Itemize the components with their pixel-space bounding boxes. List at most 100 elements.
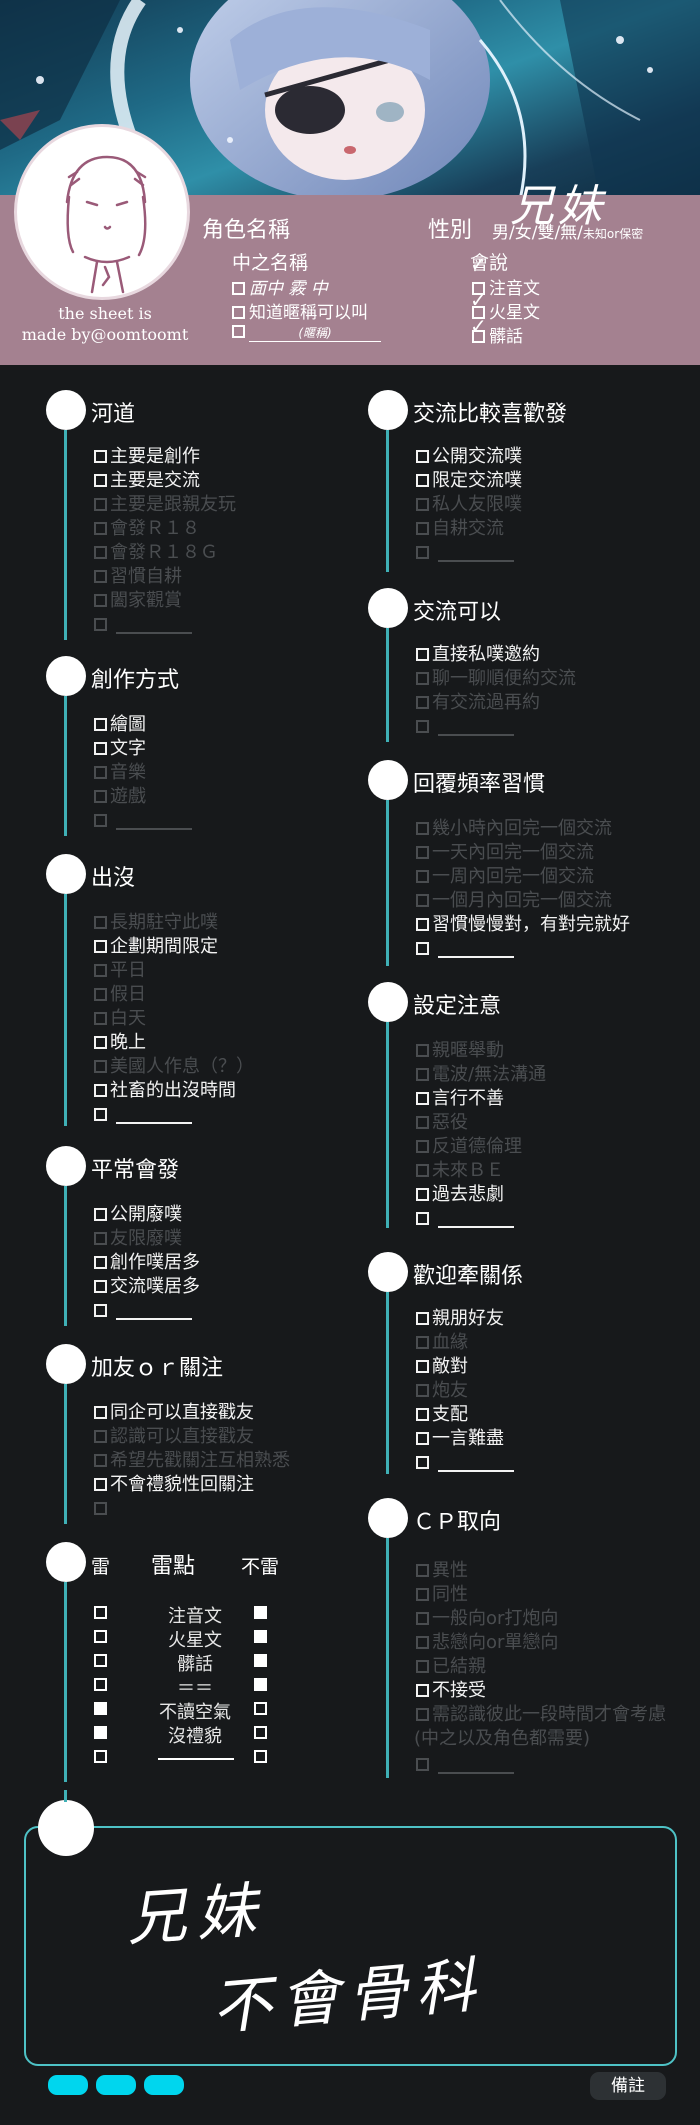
gender-options[interactable]: 男/女/雙/無/未知or保密: [492, 218, 643, 243]
not-mine-checkbox[interactable]: [254, 1702, 267, 1715]
checkbox[interactable]: [416, 1708, 429, 1721]
checkbox[interactable]: [94, 1084, 107, 1097]
not-mine-checkbox[interactable]: [254, 1630, 267, 1643]
option[interactable]: 平日: [94, 960, 146, 982]
mine-checkbox[interactable]: [94, 1654, 107, 1667]
blank-line[interactable]: [438, 1226, 514, 1228]
checkbox[interactable]: [416, 918, 429, 931]
option-blank[interactable]: [416, 716, 514, 738]
option[interactable]: 敵對: [416, 1356, 468, 1378]
checkbox[interactable]: [94, 522, 107, 535]
option[interactable]: 文字: [94, 738, 146, 760]
speak-option-1[interactable]: 注音文: [472, 274, 540, 299]
blank-line[interactable]: [116, 1122, 192, 1124]
checkbox[interactable]: [416, 1188, 429, 1201]
speak-option-2[interactable]: 火星文: [472, 298, 540, 323]
color-tab-1[interactable]: [48, 2075, 88, 2095]
checkbox[interactable]: [416, 1408, 429, 1421]
checkbox[interactable]: [94, 594, 107, 607]
checkbox[interactable]: [416, 474, 429, 487]
checkbox[interactable]: [416, 870, 429, 883]
checkbox[interactable]: [416, 1660, 429, 1673]
option[interactable]: 限定交流噗: [416, 470, 522, 492]
option[interactable]: 自耕交流: [416, 518, 504, 540]
option[interactable]: 交流噗居多: [94, 1276, 200, 1298]
notes-box[interactable]: 兄妹 不會骨科: [24, 1826, 677, 2066]
option[interactable]: 會發Ｒ１８: [94, 518, 200, 540]
blank-line[interactable]: [116, 828, 192, 830]
option[interactable]: 一天內回完一個交流: [416, 842, 594, 864]
checkbox[interactable]: [416, 498, 429, 511]
option-blank[interactable]: [416, 542, 514, 564]
checkbox[interactable]: [94, 498, 107, 511]
blank-line[interactable]: [116, 1318, 192, 1320]
speak-option-1-checkbox[interactable]: [472, 282, 485, 295]
checkbox[interactable]: [94, 766, 107, 779]
option[interactable]: 主要是交流: [94, 470, 200, 492]
option[interactable]: 企劃期間限定: [94, 936, 218, 958]
checkbox[interactable]: [94, 1256, 107, 1269]
checkbox[interactable]: [94, 1108, 107, 1121]
option[interactable]: 習慣慢慢對，有對完就好: [416, 914, 630, 936]
cn-option-2[interactable]: 知道暱稱可以叫: [232, 298, 368, 323]
checkbox[interactable]: [94, 1280, 107, 1293]
checkbox[interactable]: [416, 1336, 429, 1349]
option[interactable]: 未來ＢＥ: [416, 1160, 504, 1182]
mine-checkbox[interactable]: [94, 1630, 107, 1643]
option[interactable]: 不會禮貌性回關注: [94, 1474, 254, 1496]
option[interactable]: 反道德倫理: [416, 1136, 522, 1158]
checkbox[interactable]: [94, 1430, 107, 1443]
option[interactable]: 會發Ｒ１８Ｇ: [94, 542, 218, 564]
checkbox[interactable]: [94, 1036, 107, 1049]
option[interactable]: 繪圖: [94, 714, 146, 736]
option[interactable]: 一般向or打炮向: [416, 1608, 558, 1630]
checkbox[interactable]: [416, 720, 429, 733]
speak-option-3-checkbox[interactable]: [472, 330, 485, 343]
option[interactable]: 直接私噗邀約: [416, 644, 540, 666]
speak-option-3[interactable]: 髒話: [472, 322, 523, 347]
checkbox[interactable]: [416, 1092, 429, 1105]
option[interactable]: 長期駐守此噗: [94, 912, 218, 934]
option[interactable]: 一個月內回完一個交流: [416, 890, 612, 912]
option[interactable]: 私人友限噗: [416, 494, 522, 516]
option[interactable]: 同性: [416, 1584, 468, 1606]
option[interactable]: 公開交流噗: [416, 446, 522, 468]
checkbox[interactable]: [94, 1060, 107, 1073]
option[interactable]: 需認識彼此一段時間才會考慮: [416, 1704, 666, 1726]
mine-checkbox[interactable]: [94, 1726, 107, 1739]
blank-line[interactable]: [438, 560, 514, 562]
checkbox[interactable]: [94, 1478, 107, 1491]
checkbox[interactable]: [94, 964, 107, 977]
option[interactable]: 一周內回完一個交流: [416, 866, 594, 888]
option[interactable]: 一言難盡: [416, 1428, 504, 1450]
option[interactable]: 同企可以直接戳友: [94, 1402, 254, 1424]
checkbox[interactable]: [416, 822, 429, 835]
option[interactable]: 炮友: [416, 1380, 468, 1402]
checkbox[interactable]: [416, 522, 429, 535]
checkbox[interactable]: [416, 1456, 429, 1469]
option-blank[interactable]: [416, 938, 514, 960]
checkbox[interactable]: [416, 450, 429, 463]
option-blank[interactable]: [94, 1300, 192, 1322]
option-blank[interactable]: [416, 1754, 514, 1776]
checkbox[interactable]: [416, 1140, 429, 1153]
option[interactable]: 悲戀向or單戀向: [416, 1632, 558, 1654]
blank-line[interactable]: [116, 632, 192, 634]
option[interactable]: 希望先戳關注互相熟悉: [94, 1450, 290, 1472]
not-mine-checkbox[interactable]: [254, 1678, 267, 1691]
option[interactable]: 主要是創作: [94, 446, 200, 468]
option-blank[interactable]: [94, 1498, 110, 1520]
checkbox[interactable]: [94, 940, 107, 953]
option[interactable]: 遊戲: [94, 786, 146, 808]
checkbox[interactable]: [94, 618, 107, 631]
cn-option-2-checkbox[interactable]: [232, 306, 245, 319]
checkbox[interactable]: [94, 1304, 107, 1317]
option-blank[interactable]: [416, 1452, 514, 1474]
checkbox[interactable]: [416, 894, 429, 907]
checkbox[interactable]: [416, 1212, 429, 1225]
checkbox[interactable]: [94, 1454, 107, 1467]
checkbox[interactable]: [416, 672, 429, 685]
checkbox[interactable]: [416, 1758, 429, 1771]
checkbox[interactable]: [94, 790, 107, 803]
option[interactable]: 有交流過再約: [416, 692, 540, 714]
